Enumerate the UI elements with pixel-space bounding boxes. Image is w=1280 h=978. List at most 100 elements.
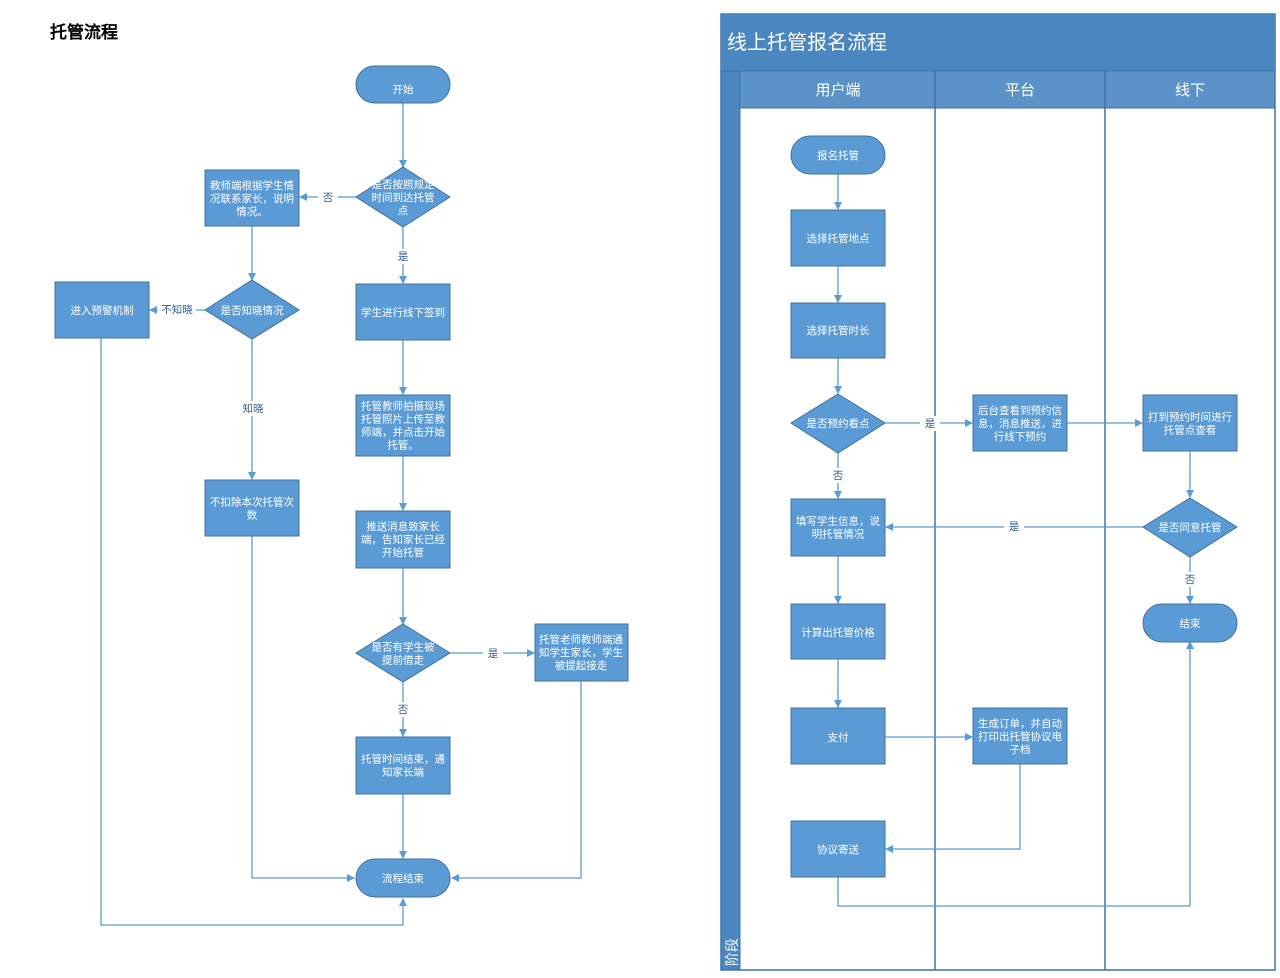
node-label-line: 况联系家长，说明	[210, 192, 294, 205]
node-label-line: 是否同意托管	[1159, 521, 1222, 534]
svg-text:填写学生信息，说明托管情况: 填写学生信息，说明托管情况	[796, 515, 880, 541]
edge-label-aware: 知晓	[243, 402, 264, 415]
phase-column	[720, 70, 741, 971]
node-no-deduct: 不扣除本次托管次数	[204, 479, 300, 537]
node-send: 协议寄送	[790, 820, 886, 878]
node-label-line: 学生进行线下签到	[361, 306, 445, 319]
node-order: 生成订单，并自动打印出托管协议电子档	[972, 707, 1068, 765]
right-edges	[834, 174, 1194, 907]
svg-text:结束: 结束	[1180, 617, 1202, 630]
edge-label-no-visit: 否	[833, 470, 844, 482]
node-push: 推送消息致家长端，告知家长已经开始托管	[355, 510, 451, 569]
edge-label-yes2: 是	[488, 648, 499, 660]
svg-text:生成订单，并自动打印出托管协议电子档: 生成订单，并自动打印出托管协议电子档	[978, 717, 1062, 756]
svg-text:托管时间结束，通知家长端: 托管时间结束，通知家长端	[361, 753, 445, 779]
edge-order-to-send	[885, 764, 1021, 853]
left-title: 托管流程	[50, 22, 118, 43]
node-choose-place: 选择托管地点	[790, 209, 886, 267]
pool-title: 线上托管报名流程	[727, 30, 887, 54]
svg-text:开始: 开始	[393, 83, 414, 96]
node-label-line: 知家长端	[382, 766, 424, 779]
node-price: 计算出托管价格	[790, 603, 886, 660]
node-photo: 托管教师拍摄现场托管照片上传至教师端，并点击开始托管。	[355, 394, 451, 457]
svg-text:托管教师拍摄现场托管照片上传至教师端，并点击开始托管。: 托管教师拍摄现场托管照片上传至教师端，并点击开始托管。	[361, 400, 445, 452]
node-label-line: 被提起接走	[555, 659, 608, 672]
svg-text:学生进行线下签到: 学生进行线下签到	[361, 306, 445, 319]
svg-text:协议寄送: 协议寄送	[817, 843, 859, 856]
node-warning: 进入预警机制	[54, 281, 150, 339]
edge-warning-to-end	[100, 338, 407, 926]
node-label-line: 托管教师拍摄现场	[361, 400, 445, 413]
node-label-line: 计算出托管价格	[801, 626, 875, 639]
svg-text:是否预约看点: 是否预约看点	[807, 417, 870, 430]
node-label-line: 托管照片上传至教	[361, 413, 445, 426]
svg-text:教师端根据学生情况联系家长，说明情况。: 教师端根据学生情况联系家长，说明情况。	[210, 179, 294, 218]
left-nodes: 开始 是否按照规定时间到达托管点 教师端根据学生情况联系家长，说明情况。 是否知…	[54, 65, 629, 898]
node-label-line: 明托管情况	[812, 528, 865, 541]
node-label-line: 结束	[1180, 617, 1202, 630]
left-edges	[100, 103, 582, 926]
node-label-line: 教师端根据学生情	[210, 179, 294, 192]
left-edge-labels: 否 是 不知晓 知晓 是 否	[158, 189, 503, 717]
edge-label-yes1: 是	[398, 251, 409, 263]
phase-label: 阶段	[725, 938, 741, 966]
swimlane-pool: 线上托管报名流程 阶段 用户端 平台 线下	[720, 13, 1276, 971]
node-label-line: 是否预约看点	[807, 417, 870, 430]
node-fill-info: 填写学生信息，说明托管情况	[790, 498, 886, 557]
svg-text:推送消息致家长端，告知家长已经开始托管: 推送消息致家长端，告知家长已经开始托管	[361, 520, 445, 559]
svg-text:选择托管地点: 选择托管地点	[807, 232, 870, 245]
node-label-line: 填写学生信息，说	[796, 515, 880, 528]
node-label-line: 托管时间结束，通	[361, 753, 445, 766]
node-label-line: 子档	[1010, 743, 1031, 756]
node-label-line: 报名托管	[817, 149, 859, 162]
node-time-end: 托管时间结束，通知家长端	[355, 736, 451, 795]
node-check-time: 是否按照规定时间到达托管点	[355, 166, 451, 228]
right-edge-labels: 是 否 是 否	[828, 416, 1200, 587]
svg-text:打到预约时间进行托管点查看: 打到预约时间进行托管点查看	[1148, 411, 1232, 437]
node-label-line: 情况。	[236, 205, 268, 218]
node-label-line: 是否知晓情况	[221, 304, 284, 317]
node-label-line: 时间到达托管	[372, 191, 435, 204]
node-pay: 支付	[790, 707, 886, 765]
node-agree: 是否同意托管	[1142, 497, 1238, 558]
node-label-line: 托管老师教师端通	[539, 633, 623, 646]
svg-text:后台查看到预约信息，消息推送，进行线下预约: 后台查看到预约信息，消息推送，进行线下预约	[978, 404, 1062, 443]
node-backend: 后台查看到预约信息，消息推送，进行线下预约	[972, 394, 1068, 452]
edge-label-yes-visit: 是	[925, 418, 936, 430]
node-label-line: 流程结束	[382, 872, 424, 885]
node-teacher-contact: 教师端根据学生情况联系家长，说明情况。	[204, 169, 300, 227]
node-end: 流程结束	[355, 858, 451, 898]
node-label-line: 是否有学生被	[372, 641, 435, 654]
node-label-line: 托管。	[387, 439, 419, 452]
node-label-line: 托管点查看	[1164, 424, 1217, 437]
node-signup: 报名托管	[790, 135, 886, 175]
node-label-line: 提前借走	[382, 654, 424, 667]
node-pickup-check: 是否有学生被提前借走	[355, 623, 451, 683]
svg-text:选择托管时长: 选择托管时长	[807, 324, 870, 337]
node-checkin: 学生进行线下签到	[355, 283, 451, 341]
edge-send-to-end	[837, 641, 1194, 907]
right-nodes: 报名托管 选择托管地点 选择托管时长 是否预约看点 后台查看到预约信息，消息推送…	[790, 135, 1238, 878]
lane-header-platform: 平台	[1005, 81, 1035, 99]
edge-label-no1: 否	[323, 192, 334, 204]
svg-text:报名托管: 报名托管	[817, 149, 859, 162]
svg-text:流程结束: 流程结束	[382, 872, 424, 885]
edge-label-no2: 否	[398, 704, 409, 716]
node-label-line: 进入预警机制	[71, 304, 134, 317]
node-start: 开始	[355, 65, 451, 104]
node-label-line: 开始	[393, 83, 414, 96]
node-choose-duration: 选择托管时长	[790, 302, 886, 359]
lane-header-offline: 线下	[1175, 81, 1205, 99]
node-label-line: 打到预约时间进行	[1148, 411, 1232, 424]
node-label-line: 数	[247, 509, 258, 522]
lane-header-row	[739, 70, 1276, 109]
node-label-line: 行线下预约	[994, 430, 1047, 443]
svg-text:支付: 支付	[828, 731, 849, 744]
svg-text:进入预警机制: 进入预警机制	[71, 304, 134, 317]
node-label-line: 是否按照规定	[372, 178, 435, 191]
edge-nodeduct-to-end	[251, 536, 355, 882]
node-label-line: 选择托管时长	[807, 324, 870, 337]
edge-label-no-agree: 否	[1185, 574, 1196, 586]
node-label-line: 打印出托管协议电	[978, 730, 1062, 743]
